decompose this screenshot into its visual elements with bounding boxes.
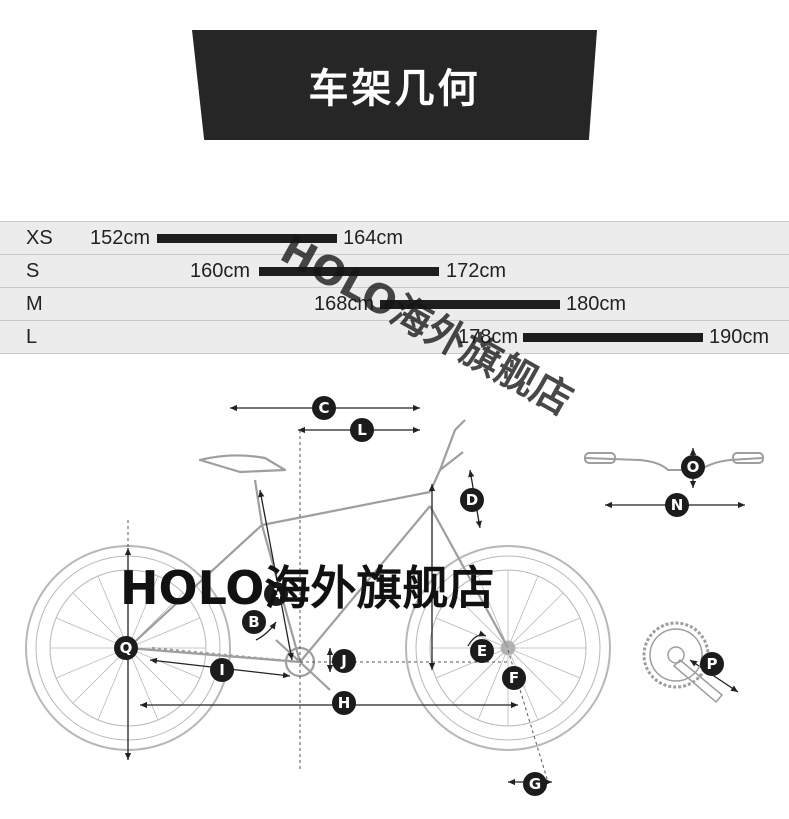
- svg-text:H: H: [338, 694, 351, 712]
- badge-l: L: [350, 418, 374, 442]
- dimension-badges: C L D O N A B Q I J E F H G P: [114, 396, 724, 796]
- bike-geometry-diagram: C L D O N A B Q I J E F H G P: [25, 396, 764, 796]
- svg-text:J: J: [340, 652, 347, 670]
- badge-h: H: [332, 691, 356, 715]
- svg-text:P: P: [707, 655, 718, 673]
- page-title: 车架几何: [308, 66, 481, 112]
- badge-p: P: [700, 652, 724, 676]
- center-watermark: HOLO海外旗舰店: [120, 561, 495, 615]
- svg-text:G: G: [529, 775, 541, 793]
- size-row-s: S 160cm 172cm: [0, 254, 789, 287]
- size-label: S: [26, 260, 40, 282]
- size-label: L: [26, 326, 38, 348]
- badge-c: C: [312, 396, 336, 420]
- badge-g: G: [523, 772, 547, 796]
- height-min: 168cm: [313, 293, 374, 315]
- badge-j: J: [332, 649, 356, 673]
- svg-text:A: A: [270, 585, 282, 603]
- badge-a: A: [264, 582, 288, 606]
- size-row-xs: XS 152cm 164cm: [0, 221, 789, 254]
- svg-text:B: B: [248, 613, 259, 631]
- height-max: 172cm: [446, 260, 507, 282]
- svg-text:D: D: [466, 491, 478, 509]
- height-min: 160cm: [189, 260, 250, 282]
- height-range-bar: [157, 234, 337, 243]
- badge-b: B: [242, 610, 266, 634]
- svg-text:N: N: [671, 496, 684, 514]
- svg-text:L: L: [357, 421, 367, 439]
- size-row-l: L 178cm 190cm: [0, 320, 789, 354]
- height-range-bar: [523, 333, 703, 342]
- badge-d: D: [460, 488, 484, 512]
- svg-text:F: F: [509, 669, 519, 687]
- svg-text:C: C: [318, 399, 329, 417]
- svg-text:Q: Q: [120, 639, 133, 657]
- size-chart: XS 152cm 164cm S 160cm 172cm M 168cm 180…: [0, 221, 789, 354]
- svg-text:I: I: [219, 661, 225, 679]
- size-label: XS: [26, 227, 53, 249]
- height-range-bar: [259, 267, 439, 276]
- height-max: 164cm: [343, 227, 404, 249]
- handlebar-detail: [584, 452, 764, 471]
- svg-text:E: E: [477, 642, 487, 660]
- badge-q: Q: [114, 636, 138, 660]
- badge-f: F: [502, 666, 526, 690]
- svg-text:O: O: [687, 458, 700, 476]
- size-row-m: M 168cm 180cm: [0, 287, 789, 320]
- badge-i: I: [210, 658, 234, 682]
- size-label: M: [26, 293, 43, 315]
- height-range-bar: [380, 300, 560, 309]
- height-max: 190cm: [709, 326, 770, 348]
- title-banner: 车架几何: [192, 30, 597, 140]
- badge-o: O: [681, 455, 705, 479]
- height-max: 180cm: [566, 293, 627, 315]
- badge-n: N: [665, 493, 689, 517]
- height-min: 152cm: [89, 227, 150, 249]
- height-min: 178cm: [457, 326, 518, 348]
- badge-e: E: [470, 639, 494, 663]
